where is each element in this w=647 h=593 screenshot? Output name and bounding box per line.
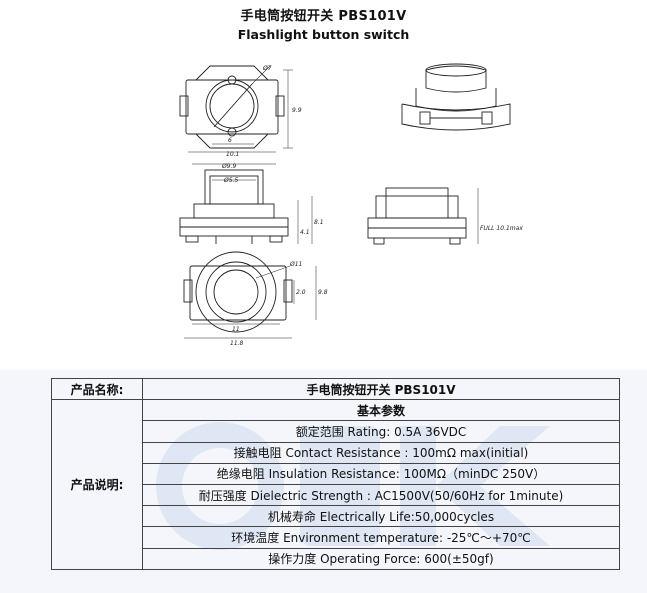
table-row: 额定范围 Rating: 0.5A 36VDC [52,420,620,443]
dim-w6: 6 [228,137,232,144]
dim-h8-1: 8.1 [314,219,324,226]
table-row: 产品说明: 基本参数 [51,399,620,570]
spec-table: 产品名称: 手电筒按钮开关 PBS101V 产品说明: 基本参数 额定范围 Ra… [51,377,620,570]
side-view-drawing [367,187,479,245]
page-title-english: Flashlight button switch [237,27,410,42]
dim-w11-8: 11.8 [230,340,244,347]
spec-row-environment-temperature: 环境温度 Environment temperature: -25℃～+70℃ [142,526,620,549]
spec-row-electrical-life: 机械寿命 Electrically Life:50,000cycles [142,505,620,528]
spec-row-contact-resistance: 接触电阻 Contact Resistance : 100mΩ max(init… [142,441,620,464]
front-view-drawing [179,163,313,244]
spec-row-rating: 额定范围 Rating: 0.5A 36VDC [142,420,620,443]
product-name-label: 产品名称: [51,377,143,401]
isometric-view-drawing [401,63,511,131]
dim-h4-1: 4.1 [300,229,310,236]
dim-d11: Ø11 [289,261,302,268]
table-row: 绝缘电阻 Insulation Resistance: 100MΩ（minDC … [52,462,620,485]
table-row: 操作力度 Operating Force: 600(±50gf) [52,547,620,570]
product-desc-label: 产品说明: [51,399,143,570]
technical-drawing: Ø7 9.9 6 10.1 Ø9.9 Ø5.5 4.1 8.1 FULL 10.… [179,63,523,347]
product-name-value: 手电筒按钮开关 PBS101V [142,377,620,401]
dim-d7: Ø7 [262,65,272,72]
table-row: 环境温度 Environment temperature: -25℃～+70℃ [52,526,620,549]
dim-d5-5: Ø5.5 [223,177,238,184]
table-row: 产品名称: 手电筒按钮开关 PBS101V [51,377,620,401]
dim-w10-1: 10.1 [226,151,239,158]
table-row: 机械寿命 Electrically Life:50,000cycles [52,505,620,528]
dim-w11: 11 [232,326,240,333]
spec-row-header: 基本参数 [142,399,620,422]
dim-full: FULL 10.1max [480,225,523,232]
dim-d9-9: Ø9.9 [221,163,236,170]
top-view-drawing [179,65,293,153]
spec-row-dielectric-strength: 耐压强度 Dielectric Strength : AC1500V(50/60… [142,483,620,507]
page-title-chinese: 手电筒按钮开关 PBS101V [240,9,407,24]
spec-row-operating-force: 操作力度 Operating Force: 600(±50gf) [142,547,620,570]
spec-row-insulation-resistance: 绝缘电阻 Insulation Resistance: 100MΩ（minDC … [142,462,620,485]
dim-h2-0: 2.0 [296,289,306,296]
dim-h9-8: 9.8 [318,289,328,296]
bottom-view-drawing [183,251,317,339]
dim-h9-9: 9.9 [292,107,302,114]
